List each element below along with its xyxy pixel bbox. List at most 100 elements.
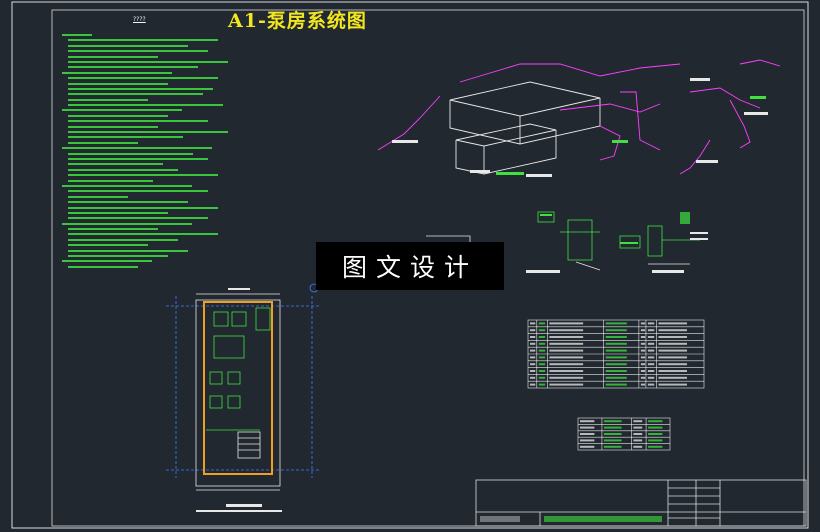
note-line: [68, 228, 158, 231]
legend-table-cell: [549, 363, 584, 366]
legend-table-cell: [640, 349, 646, 352]
legend-table-cell: [640, 376, 646, 379]
legend-table-cell: [549, 376, 584, 379]
legend-table-cell: [605, 322, 627, 325]
drawing-title: A1-泵房系统图: [228, 10, 367, 32]
legend-table-cell: [530, 322, 536, 325]
note-line: [62, 260, 152, 263]
legend-table-cell: [549, 349, 584, 352]
note-line: [68, 265, 138, 268]
legend-table-cell: [549, 336, 584, 338]
note-line: [68, 249, 188, 252]
legend-table-cell: [640, 363, 646, 366]
small-table-cell: [633, 439, 643, 442]
small-table-cell: [648, 433, 663, 435]
legend-table-cell: [530, 349, 536, 352]
legend-table-cell: [605, 383, 627, 386]
legend-table-cell: [647, 376, 655, 379]
small-table: [577, 417, 671, 451]
note-line: [68, 211, 168, 214]
note-line: [68, 141, 138, 144]
legend-table-cell: [538, 329, 546, 332]
note-line: [68, 98, 148, 101]
legend-table-cell: [658, 336, 687, 338]
note-line: [68, 179, 153, 182]
note-line: [68, 82, 168, 85]
note-line: [68, 131, 228, 134]
legend-table-cell: [647, 370, 655, 372]
legend-table-cell: [530, 363, 536, 366]
note-line: [68, 195, 128, 198]
detail-diagrams: [426, 211, 708, 273]
note-line: [68, 244, 148, 247]
legend-table-cell: [605, 342, 627, 345]
small-table-cell: [633, 445, 643, 448]
note-line: [68, 157, 208, 160]
small-table-cell: [603, 445, 622, 448]
legend-table-cell: [605, 376, 627, 379]
legend-table-cell: [647, 329, 655, 332]
note-line: [68, 201, 188, 204]
small-table-cell: [648, 439, 663, 442]
legend-table-cell: [538, 376, 546, 379]
legend-table-cell: [549, 370, 584, 372]
small-table-cell: [603, 420, 622, 423]
small-table-cell: [648, 445, 663, 448]
note-line: [68, 39, 218, 42]
legend-table-cell: [530, 370, 536, 372]
legend-table-cell: [658, 370, 687, 372]
note-line: [62, 184, 192, 187]
legend-table-cell: [549, 342, 584, 345]
legend-table-cell: [647, 342, 655, 345]
notes-heading: ????: [133, 16, 146, 23]
legend-table-cell: [549, 356, 584, 359]
note-line: [68, 233, 218, 236]
small-table-cell: [633, 426, 643, 429]
note-line: [68, 152, 193, 155]
legend-table-cell: [605, 336, 627, 338]
legend-table-cell: [530, 383, 536, 386]
note-line: [68, 60, 228, 63]
title-block: [475, 479, 807, 527]
legend-table-cell: [658, 329, 687, 332]
note-line: [62, 147, 212, 150]
isometric-system-diagram: [377, 59, 781, 177]
legend-table-cell: [647, 349, 655, 352]
legend-table-cell: [640, 329, 646, 332]
legend-table-cell: [538, 322, 546, 325]
legend-table-cell: [538, 370, 546, 372]
legend-table-cell: [658, 342, 687, 345]
legend-table-cell: [549, 322, 584, 325]
legend-table-cell: [605, 329, 627, 332]
design-notes: [62, 34, 232, 271]
legend-table-cell: [605, 370, 627, 372]
note-line: [68, 174, 218, 177]
note-line: [68, 44, 188, 47]
note-line: [62, 222, 192, 225]
legend-table-cell: [658, 356, 687, 359]
note-line: [68, 136, 183, 139]
legend-table-cell: [658, 322, 687, 325]
small-table-cell: [633, 433, 643, 435]
note-line: [68, 168, 178, 171]
legend-table-cell: [530, 376, 536, 379]
sheet-border: [11, 1, 809, 529]
legend-table-cell: [538, 349, 546, 352]
legend-table-cell: [640, 322, 646, 325]
note-line: [68, 77, 218, 80]
note-line: [62, 71, 172, 74]
legend-table-cell: [538, 336, 546, 338]
small-table-cell: [580, 433, 595, 435]
note-line: [68, 50, 208, 53]
small-table-cell: [603, 439, 622, 442]
small-table-cell: [648, 426, 663, 429]
legend-table-cell: [640, 370, 646, 372]
legend-table-cell: [658, 363, 687, 366]
legend-table-cell: [530, 329, 536, 332]
note-line: [62, 109, 182, 112]
legend-table-cell: [538, 356, 546, 359]
inner-border: [51, 9, 805, 527]
small-table-cell: [603, 426, 622, 429]
note-line: [68, 93, 203, 96]
